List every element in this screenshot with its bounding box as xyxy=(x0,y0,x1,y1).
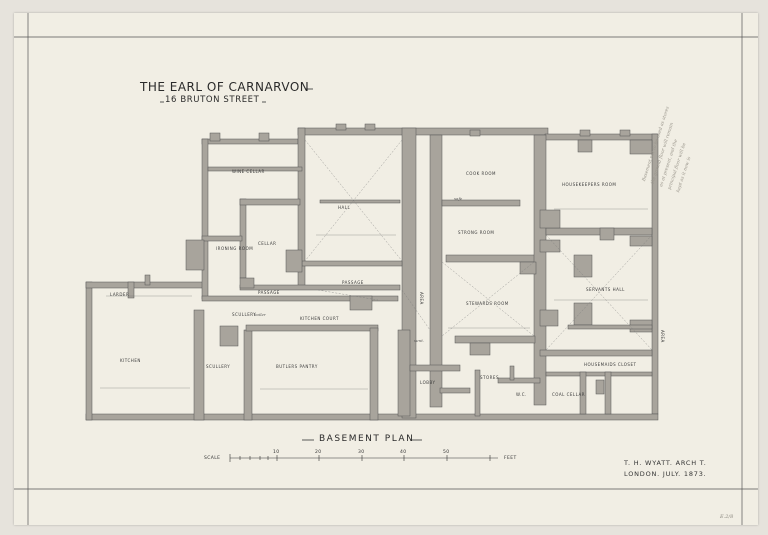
room-label: SCULLERY xyxy=(206,364,231,369)
room-label: STRONG ROOM xyxy=(458,230,495,235)
room-label: STORES xyxy=(480,375,499,380)
room-label: PASSAGE xyxy=(342,280,364,285)
place-date: LONDON. JULY. 1873. xyxy=(624,470,707,478)
room-label: CELLAR xyxy=(258,241,277,246)
room-label: HOUSEKEEPERS ROOM xyxy=(562,182,617,187)
room-label: AREA xyxy=(660,330,665,343)
walls xyxy=(85,127,659,421)
room-label: BUTLERS PANTRY xyxy=(276,364,318,369)
room-label: W.C. xyxy=(516,392,527,397)
scale-number: 20 xyxy=(315,450,322,455)
plan-note: boiler xyxy=(254,312,266,317)
drawing-sheet xyxy=(14,13,758,525)
drawing-title: THE EARL OF CARNARVON xyxy=(140,80,310,94)
room-label: IRONING ROOM xyxy=(216,246,254,251)
scale-number: 10 xyxy=(273,450,280,455)
scale-number: 30 xyxy=(358,450,365,455)
room-label: HOUSEMAIDS CLOSET xyxy=(584,362,637,367)
room-label: HALL xyxy=(338,205,351,210)
plan-note: safe xyxy=(454,196,463,201)
room-label: KITCHEN xyxy=(120,358,141,363)
plan-title: BASEMENT PLAN xyxy=(319,434,415,444)
room-label: COAL CELLAR xyxy=(552,392,585,397)
scale-number: 40 xyxy=(400,450,407,455)
room-label: WINE CELLAR xyxy=(232,169,265,174)
architect-name: T. H. WYATT. ARCH T. xyxy=(624,459,707,467)
scale-word: SCALE xyxy=(204,456,221,461)
room-label: COOK ROOM xyxy=(466,171,497,176)
drawing-address: 16 BRUTON STREET xyxy=(165,95,260,105)
plan-note: vent. xyxy=(414,338,425,343)
room-label: PASSAGE xyxy=(258,290,280,295)
scale-bar xyxy=(229,454,498,462)
scale-unit: FEET xyxy=(504,456,517,461)
scale-number: 50 xyxy=(443,450,450,455)
room-label: LOBBY xyxy=(420,380,436,385)
room-label: KITCHEN COURT xyxy=(300,316,339,321)
room-label: SERVANTS HALL xyxy=(586,287,625,292)
catalog-number: E.2/8 xyxy=(720,514,734,520)
sheet-border xyxy=(14,13,758,525)
room-label: SCULLERY xyxy=(232,312,257,317)
architect-block: T. H. WYATT. ARCH T. LONDON. JULY. 1873. xyxy=(624,458,707,480)
room-label: LARDER xyxy=(110,292,130,297)
room-label: STEWARDS ROOM xyxy=(466,301,509,306)
room-label: AREA xyxy=(419,292,424,305)
